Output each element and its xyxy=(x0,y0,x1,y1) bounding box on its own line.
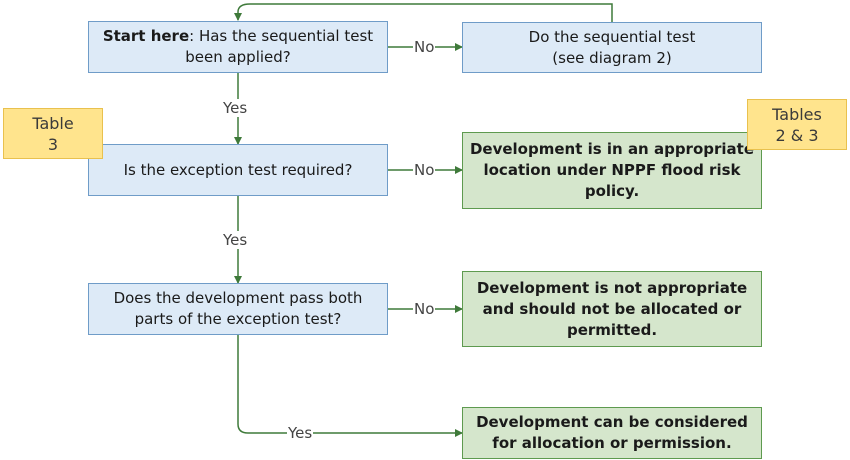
start-question-text: : Has the sequential test xyxy=(189,27,374,45)
sequential-test-line1: Do the sequential test xyxy=(528,27,696,46)
start-question-line1: Start here: Has the sequential test xyxy=(103,26,373,47)
result-appropriate-line2: location under NPPF flood risk xyxy=(483,161,741,179)
result-appropriate-line3: policy. xyxy=(584,182,640,200)
exception-pass-line2: parts of the exception test? xyxy=(134,310,342,328)
sequential-test-line2: (see diagram 2) xyxy=(552,48,672,67)
start-question-line2: been applied? xyxy=(185,48,291,66)
label-yes-pass: Yes xyxy=(287,424,314,442)
label-no-pass: No xyxy=(413,300,436,318)
result-not-appropriate-line3: permitted. xyxy=(566,320,658,339)
exception-pass-line1: Does the development pass both xyxy=(113,289,363,307)
label-no-start: No xyxy=(413,38,436,56)
result-not-appropriate-line2: and should not be allocated or xyxy=(482,299,742,318)
result-considered-line2: for allocation or permission. xyxy=(492,434,732,452)
start-here-label: Start here xyxy=(102,27,190,45)
sequential-test-box: Do the sequential test (see diagram 2) xyxy=(462,22,762,73)
exception-required-box: Is the exception test required? xyxy=(88,144,388,196)
note-tables-2-3-line1: Tables xyxy=(772,104,822,124)
label-no-exception: No xyxy=(413,161,436,179)
result-considered-line1: Development can be considered xyxy=(476,413,748,431)
connector-pass-yes xyxy=(237,335,463,437)
result-appropriate-line1: Development is in an appropriate xyxy=(469,140,755,158)
loop-connector xyxy=(234,3,613,22)
label-yes-exception: Yes xyxy=(222,231,249,249)
note-tables-2-3: Tables 2 & 3 xyxy=(747,99,847,150)
result-not-appropriate-line1: Development is not appropriate xyxy=(476,278,748,297)
note-table-3-line2: 3 xyxy=(47,134,59,154)
note-table-3-line1: Table xyxy=(32,113,74,133)
note-table-3: Table 3 xyxy=(3,108,103,159)
note-tables-2-3-line2: 2 & 3 xyxy=(775,125,819,145)
result-appropriate-box: Development is in an appropriate locatio… xyxy=(462,132,762,209)
label-yes-start: Yes xyxy=(222,99,249,117)
exception-required-text: Is the exception test required? xyxy=(123,160,353,179)
result-not-appropriate-box: Development is not appropriate and shoul… xyxy=(462,271,762,347)
result-considered-box: Development can be considered for alloca… xyxy=(462,407,762,459)
exception-pass-box: Does the development pass both parts of … xyxy=(88,283,388,335)
start-question-box: Start here: Has the sequential test been… xyxy=(88,21,388,73)
